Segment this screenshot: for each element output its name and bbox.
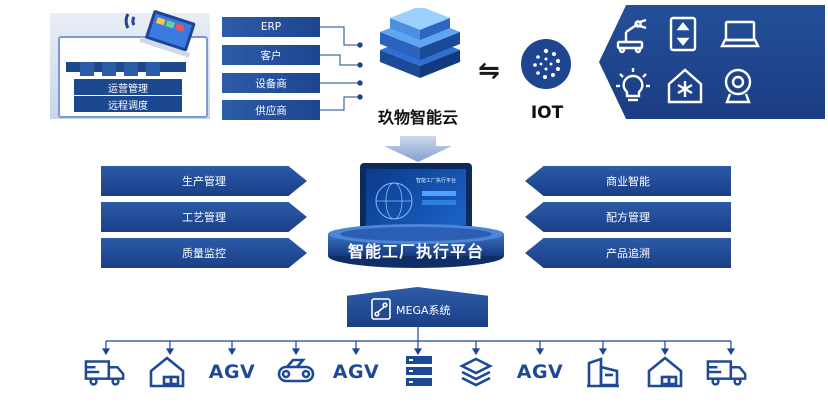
drop-arrowhead <box>660 348 670 356</box>
system-customer: 客户 <box>222 45 320 65</box>
system-supplier: 供应商 <box>222 100 320 120</box>
agv-label: AGV <box>332 361 380 383</box>
module-process-label: 工艺管理 <box>182 211 226 224</box>
mega-label: MEGA系统 <box>396 304 451 317</box>
drop-arrowhead <box>535 348 545 356</box>
storage-rack-icon <box>398 354 440 390</box>
system-connectors <box>320 26 363 111</box>
elevator-icon <box>666 14 700 58</box>
factory-window <box>80 62 94 76</box>
robot-arm-icon <box>612 14 652 58</box>
building-icon <box>582 354 624 390</box>
warehouse-icon <box>644 354 686 390</box>
module-production-label: 生产管理 <box>182 175 226 188</box>
exchange-icon: ⇋ <box>478 56 500 86</box>
factory-label-ops: 运营管理 <box>74 79 182 95</box>
drop-arrowhead <box>726 348 736 356</box>
drop-arrowhead <box>471 348 481 356</box>
agv-text-2: AGV <box>330 354 382 390</box>
module-business-intelligence: 商业智能 <box>525 166 731 196</box>
delivery-truck-icon <box>706 354 748 390</box>
agv-text-3: AGV <box>514 354 566 390</box>
module-traceability: 产品追溯 <box>525 238 731 268</box>
factory-label-dispatch: 远程调度 <box>74 96 182 112</box>
mega-system-box <box>347 287 488 327</box>
factory-window <box>124 62 138 76</box>
warehouse-icon <box>146 354 188 390</box>
layers-icon <box>455 354 497 390</box>
module-production: 生产管理 <box>101 166 307 196</box>
drop-arrowhead <box>165 348 175 356</box>
platform-label: 智能工厂执行平台 <box>347 242 484 261</box>
agv-text-1: AGV <box>206 354 258 390</box>
drop-arrowhead <box>351 348 361 356</box>
cloud-label: 玖物智能云 <box>377 108 458 127</box>
agv-label: AGV <box>208 361 256 383</box>
agv-label: AGV <box>516 361 564 383</box>
cloud-server-icon <box>372 6 468 102</box>
system-equipment-vendor: 设备商 <box>222 73 320 93</box>
down-arrow <box>378 136 458 166</box>
drop-arrowhead <box>291 348 301 356</box>
module-traceability-label: 产品追溯 <box>606 247 650 260</box>
platform-screen-text: 智能工厂执行平台 <box>416 178 457 184</box>
drop-arrowhead <box>413 348 423 356</box>
lightbulb-icon <box>614 66 652 112</box>
system-erp: ERP <box>222 17 320 37</box>
snowflake-home-icon <box>665 66 705 110</box>
globe-icon <box>375 182 456 220</box>
module-quality-label: 质量监控 <box>182 247 226 260</box>
conveyor-icon <box>275 354 317 390</box>
iot-label: IOT <box>530 103 564 123</box>
factory-laptop-icon <box>118 8 198 68</box>
iot-logo-icon <box>533 48 560 79</box>
drop-arrowhead <box>598 348 608 356</box>
platform-screen: 智能工厂执行平台 <box>366 169 466 225</box>
factory-window <box>102 62 116 76</box>
module-formula-label: 配方管理 <box>606 211 650 224</box>
factory-window <box>146 62 160 76</box>
module-formula: 配方管理 <box>525 202 731 232</box>
platform-laptop: 智能工厂执行平台 <box>360 163 472 233</box>
drop-arrowhead <box>101 348 111 356</box>
mega-icon <box>370 297 392 325</box>
webcam-icon <box>720 66 756 110</box>
module-process: 工艺管理 <box>101 202 307 232</box>
delivery-truck-icon <box>84 354 126 390</box>
platform-disc <box>325 222 507 270</box>
module-quality: 质量监控 <box>101 238 307 268</box>
laptop-icon <box>718 14 762 58</box>
module-bi-label: 商业智能 <box>606 175 650 188</box>
drop-arrowhead <box>227 348 237 356</box>
iot-circle <box>521 39 571 89</box>
